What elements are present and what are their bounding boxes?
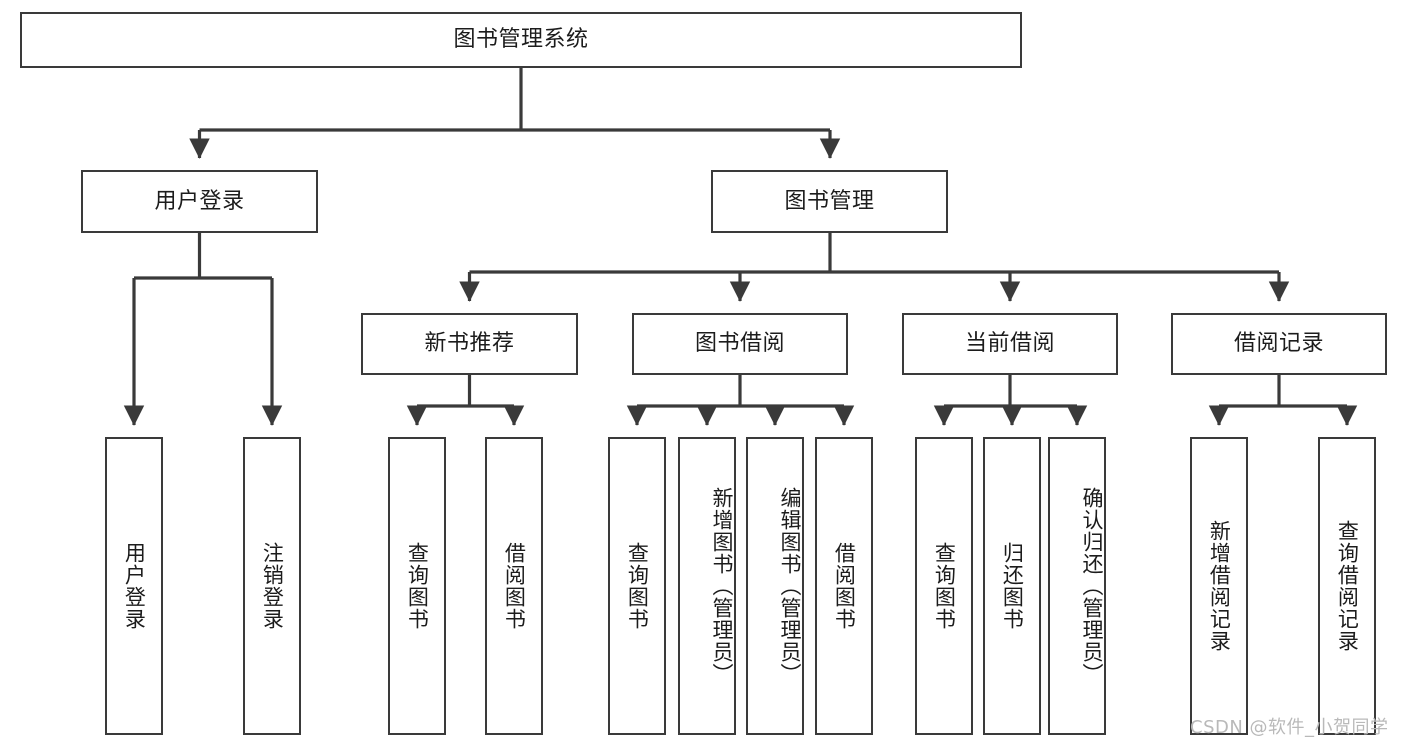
node-borrow-record[interactable]: 借阅记录: [1171, 313, 1387, 375]
node-root-label: 图书管理系统: [453, 27, 589, 53]
node-new-book-rec[interactable]: 新书推荐: [361, 313, 578, 375]
node-leaf-add-book[interactable]: 新增图书（管理员）: [678, 437, 736, 735]
node-new-book-rec-label: 新书推荐: [424, 331, 515, 357]
node-leaf-logout-label: 注销登录: [260, 542, 285, 630]
watermark: CSDN @软件_小贺同学: [1190, 717, 1389, 738]
node-leaf-confirm-return[interactable]: 确认归还（管理员）: [1048, 437, 1106, 735]
node-leaf-edit-book[interactable]: 编辑图书（管理员）: [746, 437, 804, 735]
node-leaf-confirm-return-label: 确认归还（管理员）: [1080, 487, 1104, 685]
node-leaf-add-record-label: 新增借阅记录: [1207, 520, 1232, 652]
node-leaf-query-book-rec[interactable]: 查询图书: [388, 437, 446, 735]
node-leaf-query-book-borrow-label: 查询图书: [625, 542, 650, 630]
node-current-borrow-label: 当前借阅: [964, 331, 1055, 357]
node-leaf-borrow-book-label: 借阅图书: [832, 542, 857, 630]
node-leaf-user-login[interactable]: 用户登录: [105, 437, 163, 735]
node-root[interactable]: 图书管理系统: [20, 12, 1022, 68]
node-leaf-logout[interactable]: 注销登录: [243, 437, 301, 735]
node-leaf-add-book-label: 新增图书（管理员）: [710, 487, 734, 685]
node-leaf-user-login-label: 用户登录: [122, 542, 147, 630]
node-book-manage-label: 图书管理: [784, 188, 875, 214]
node-book-borrow-label: 图书借阅: [694, 331, 785, 357]
node-leaf-query-record[interactable]: 查询借阅记录: [1318, 437, 1376, 735]
node-leaf-query-record-label: 查询借阅记录: [1335, 520, 1360, 652]
node-leaf-borrow-book-rec-label: 借阅图书: [502, 542, 527, 630]
node-leaf-query-book-current-label: 查询图书: [932, 542, 957, 630]
node-leaf-query-book-rec-label: 查询图书: [405, 542, 430, 630]
node-leaf-return-book[interactable]: 归还图书: [983, 437, 1041, 735]
node-leaf-query-book-borrow[interactable]: 查询图书: [608, 437, 666, 735]
node-leaf-query-book-current[interactable]: 查询图书: [915, 437, 973, 735]
node-current-borrow[interactable]: 当前借阅: [902, 313, 1118, 375]
node-borrow-record-label: 借阅记录: [1233, 331, 1324, 357]
node-leaf-add-record[interactable]: 新增借阅记录: [1190, 437, 1248, 735]
node-leaf-borrow-book-rec[interactable]: 借阅图书: [485, 437, 543, 735]
node-leaf-borrow-book[interactable]: 借阅图书: [815, 437, 873, 735]
node-user-login-label: 用户登录: [154, 188, 245, 214]
node-user-login[interactable]: 用户登录: [81, 170, 318, 233]
node-leaf-edit-book-label: 编辑图书（管理员）: [778, 487, 802, 685]
node-leaf-return-book-label: 归还图书: [1000, 542, 1025, 630]
node-book-manage[interactable]: 图书管理: [711, 170, 948, 233]
node-book-borrow[interactable]: 图书借阅: [632, 313, 848, 375]
